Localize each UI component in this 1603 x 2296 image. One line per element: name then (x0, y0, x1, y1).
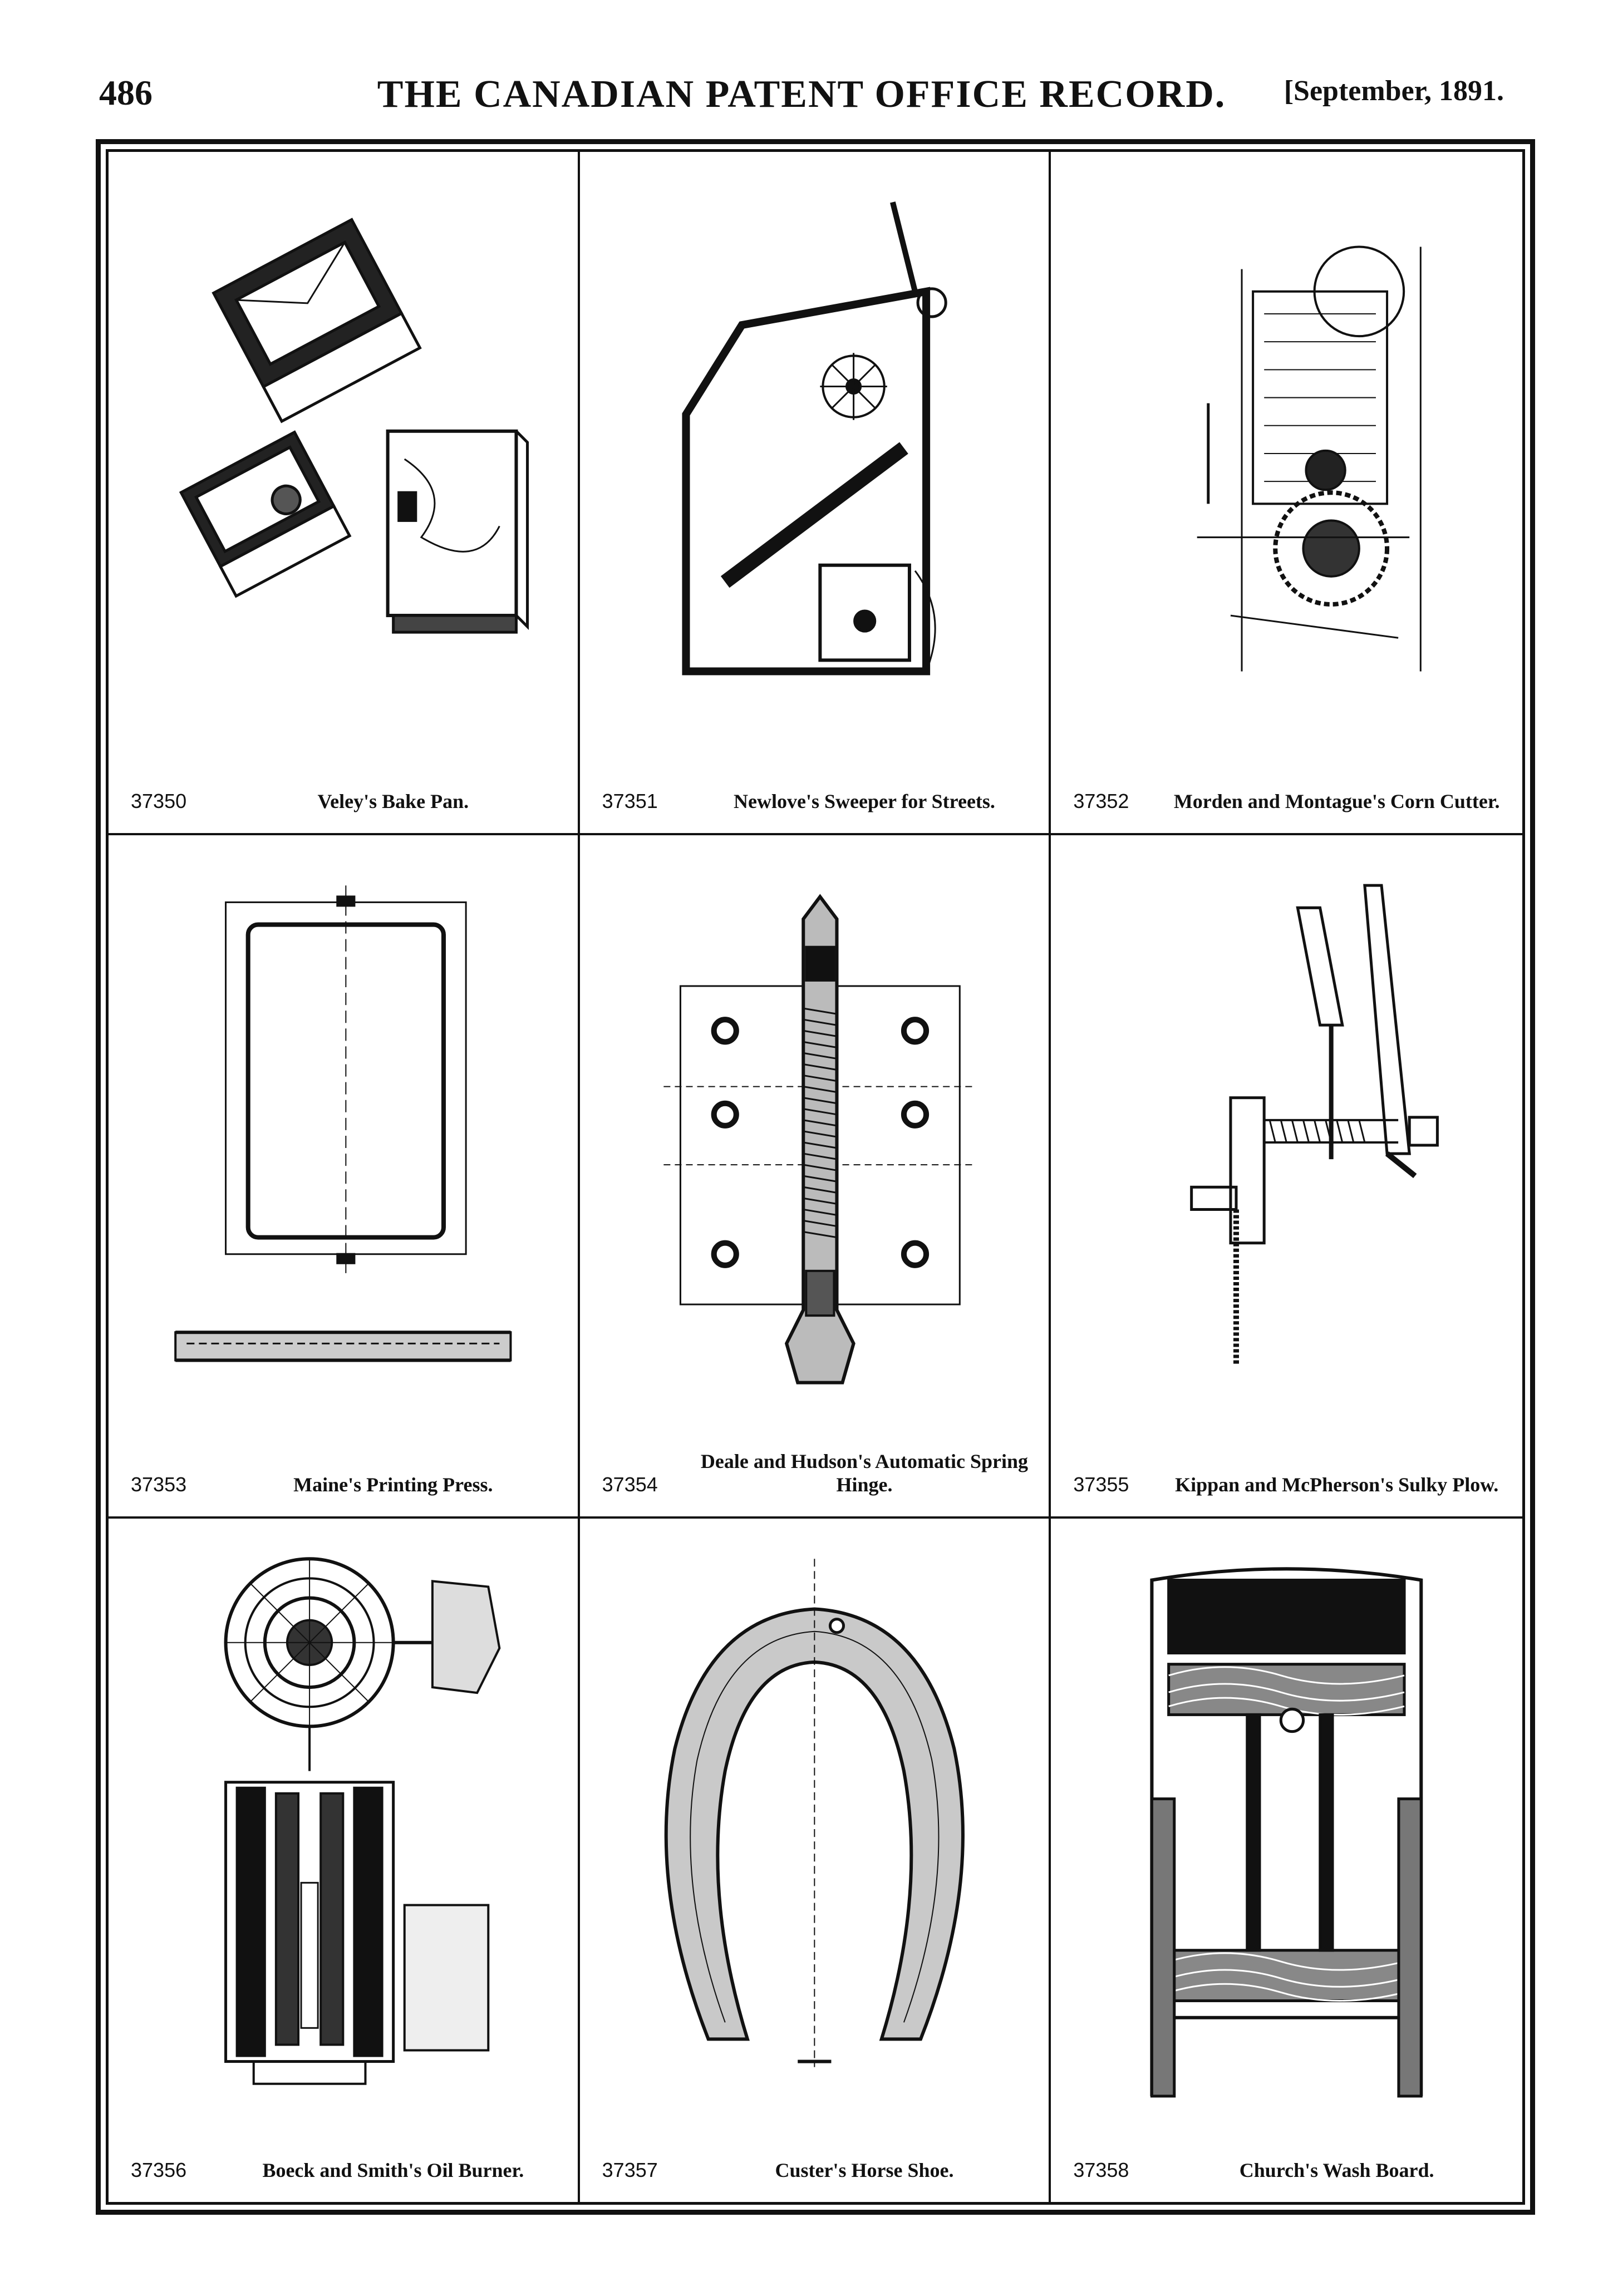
sulky-plow-drawing (1084, 863, 1489, 1422)
patent-caption: 37351 Newlove's Sweeper for Streets. (602, 761, 1032, 816)
patent-grid: 37350 Veley's Bake Pan. 37351 Newlove's … (109, 152, 1522, 2202)
wash-board-drawing (1084, 1546, 1489, 2107)
spring-hinge-drawing (613, 863, 1016, 1422)
patent-cell: 37353 Maine's Printing Press. (109, 835, 580, 1519)
patent-number: 37352 (1073, 790, 1129, 812)
patent-cell: 37351 Newlove's Sweeper for Streets. (579, 152, 1051, 835)
outer-frame (96, 139, 1535, 2215)
patent-caption: 37358 Church's Wash Board. (1073, 2130, 1506, 2185)
inner-frame (106, 149, 1525, 2205)
printing-press-drawing (142, 863, 544, 1422)
patent-caption: 37356 Boeck and Smith's Oil Burner. (131, 2130, 561, 2185)
patent-number: 37353 (131, 1473, 187, 1496)
patent-number: 37357 (602, 2159, 658, 2181)
patent-number: 37351 (602, 790, 658, 812)
street-sweeper-drawing (613, 180, 1016, 738)
patent-cell: 37357 Custer's Horse Shoe. (580, 1519, 1051, 2202)
horse-shoe-drawing (613, 1546, 1016, 2107)
patent-title: Maine's Printing Press. (293, 1474, 493, 1496)
patent-cell: 37350 Veley's Bake Pan. (109, 152, 580, 835)
page-header: 486 THE CANADIAN PATENT OFFICE RECORD. [… (99, 67, 1504, 128)
patent-number: 37350 (131, 790, 187, 812)
patent-title: Custer's Horse Shoe. (775, 2159, 954, 2181)
patent-title: Boeck and Smith's Oil Burner. (262, 2159, 524, 2181)
patent-number: 37356 (131, 2159, 187, 2181)
patent-caption: 37355 Kippan and McPherson's Sulky Plow. (1073, 1444, 1506, 1500)
patent-title: Newlove's Sweeper for Streets. (734, 790, 995, 812)
patent-number: 37358 (1073, 2159, 1129, 2181)
issue-date: [September, 1891. (1284, 75, 1504, 107)
patent-cell: 37356 Boeck and Smith's Oil Burner. (109, 1519, 580, 2202)
corn-cutter-drawing (1084, 180, 1489, 738)
patent-cell: 37358 Church's Wash Board. (1051, 1519, 1522, 2202)
bake-pan-drawing (142, 180, 544, 738)
patent-caption: 37354 Deale and Hudson's Automatic Sprin… (602, 1444, 1032, 1500)
patent-title: Deale and Hudson's Automatic Spring Hing… (700, 1450, 1029, 1496)
patent-title: Veley's Bake Pan. (317, 790, 469, 812)
patent-number: 37354 (602, 1473, 658, 1496)
patent-caption: 37352 Morden and Montague's Corn Cutter. (1073, 761, 1506, 816)
page-number: 486 (99, 73, 153, 112)
patent-number: 37355 (1073, 1473, 1129, 1496)
patent-title: Morden and Montague's Corn Cutter. (1173, 790, 1500, 812)
patent-cell: 37354 Deale and Hudson's Automatic Sprin… (579, 835, 1051, 1519)
patent-cell: 37352 Morden and Montague's Corn Cutter. (1051, 152, 1522, 835)
patent-title: Church's Wash Board. (1239, 2159, 1434, 2181)
patent-cell: 37355 Kippan and McPherson's Sulky Plow. (1051, 835, 1522, 1519)
journal-title: THE CANADIAN PATENT OFFICE RECORD. (377, 73, 1226, 116)
oil-burner-drawing (142, 1546, 544, 2107)
patent-title: Kippan and McPherson's Sulky Plow. (1175, 1474, 1499, 1496)
patent-caption: 37350 Veley's Bake Pan. (131, 761, 561, 816)
patent-caption: 37353 Maine's Printing Press. (131, 1444, 561, 1500)
patent-caption: 37357 Custer's Horse Shoe. (602, 2130, 1032, 2185)
